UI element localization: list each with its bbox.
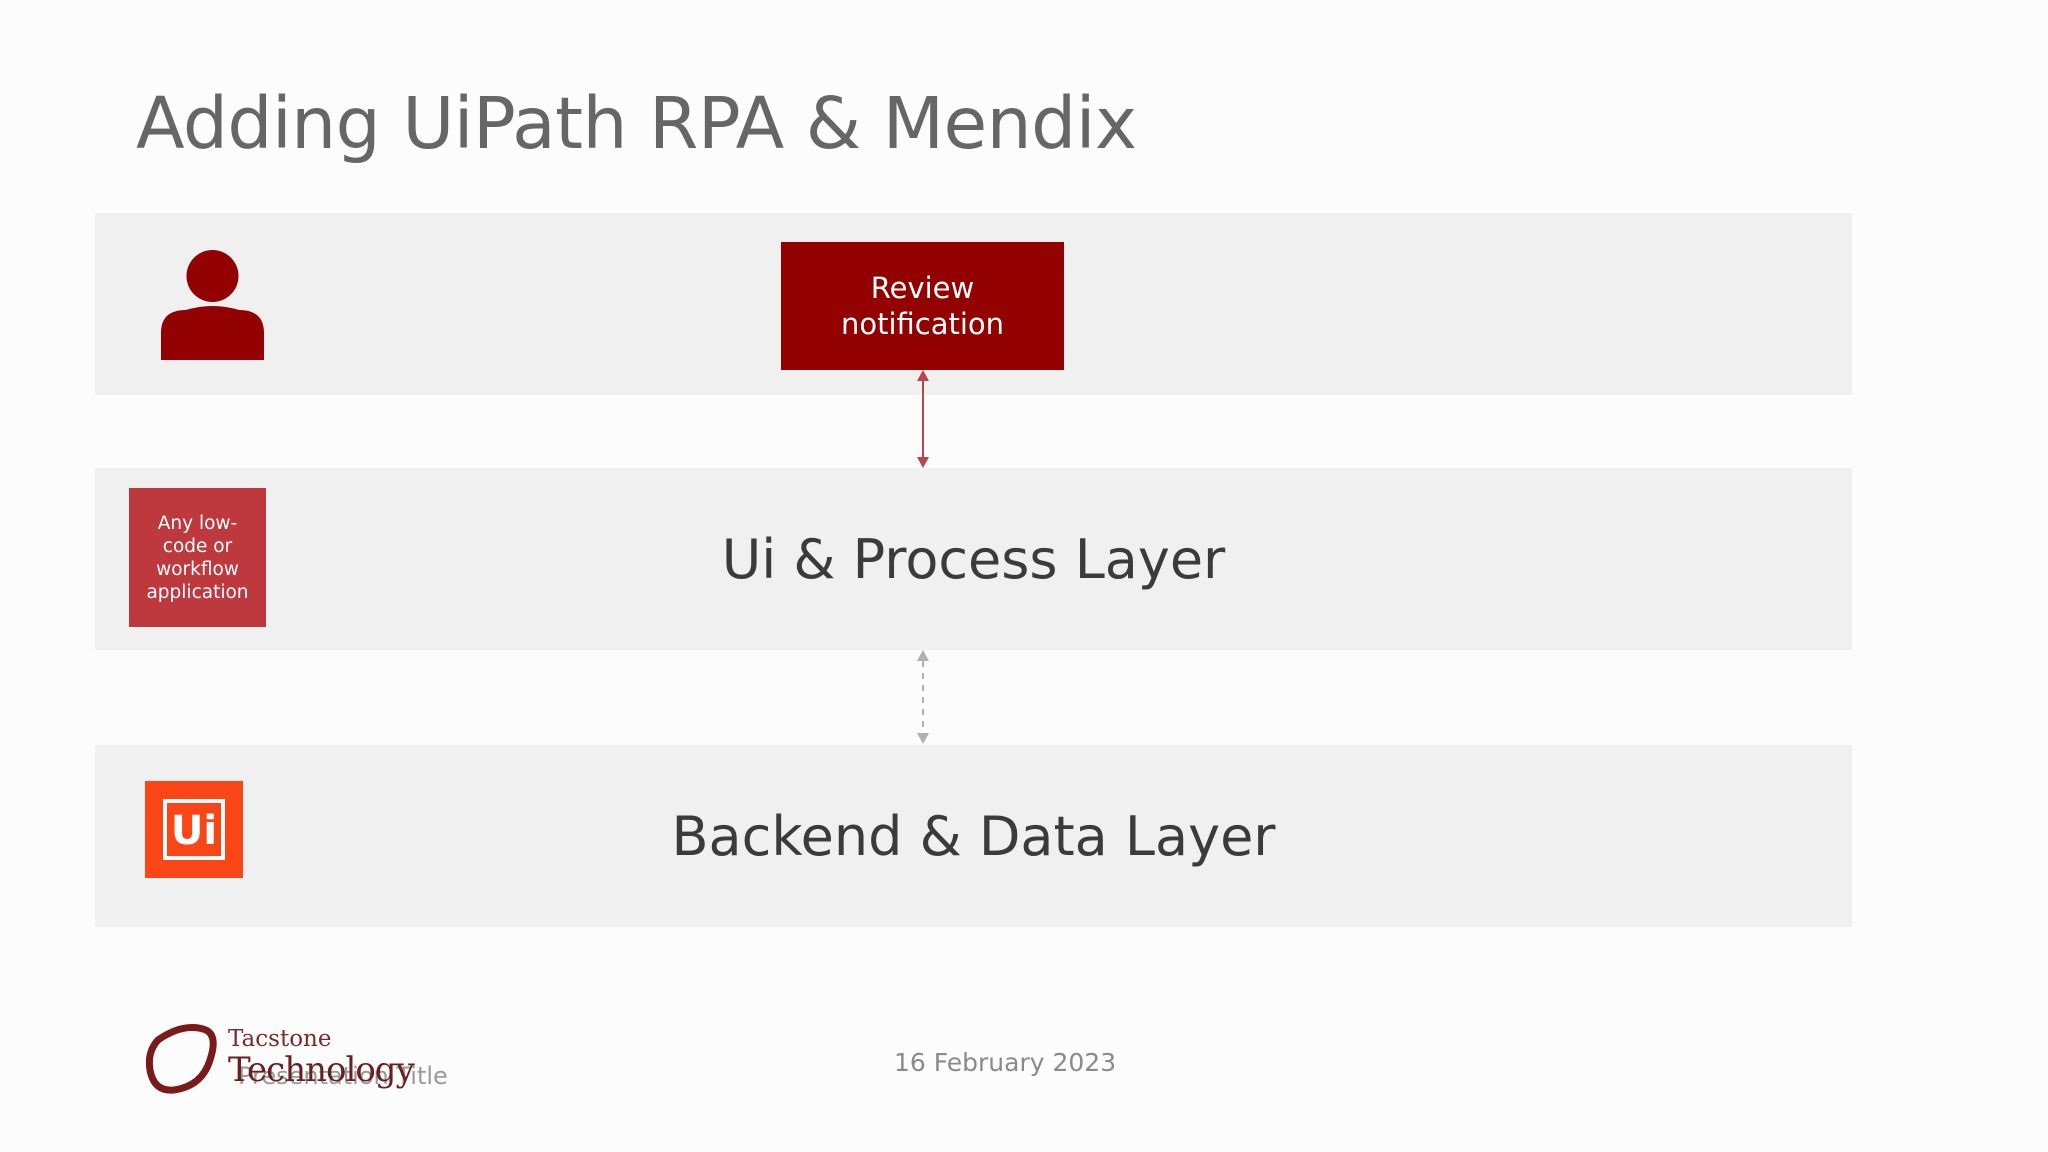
ui-process-band: Ui & Process Layer [95,468,1852,650]
uipath-logo-icon: Ui [145,781,243,878]
presentation-title-text: Presentation Title [238,1062,448,1090]
brand-name-line2: Technology [228,1050,415,1090]
uipath-logo-text: Ui [171,808,217,854]
ui-backend-connector [917,650,929,744]
person-icon [161,250,264,360]
lowcode-app-box: Any low-code or workflow application [129,488,266,627]
footer-date: 16 February 2023 [894,1048,1117,1077]
backend-layer-label: Backend & Data Layer [671,804,1276,868]
ui-process-layer-label: Ui & Process Layer [721,527,1226,591]
slide-title: Adding UiPath RPA & Mendix [136,82,1137,165]
backend-band: Backend & Data Layer [95,745,1852,927]
tacstone-logo-icon [145,1024,217,1094]
brand-name-line1: Tacstone [228,1026,332,1052]
review-notification-box: Review notification [781,242,1064,370]
